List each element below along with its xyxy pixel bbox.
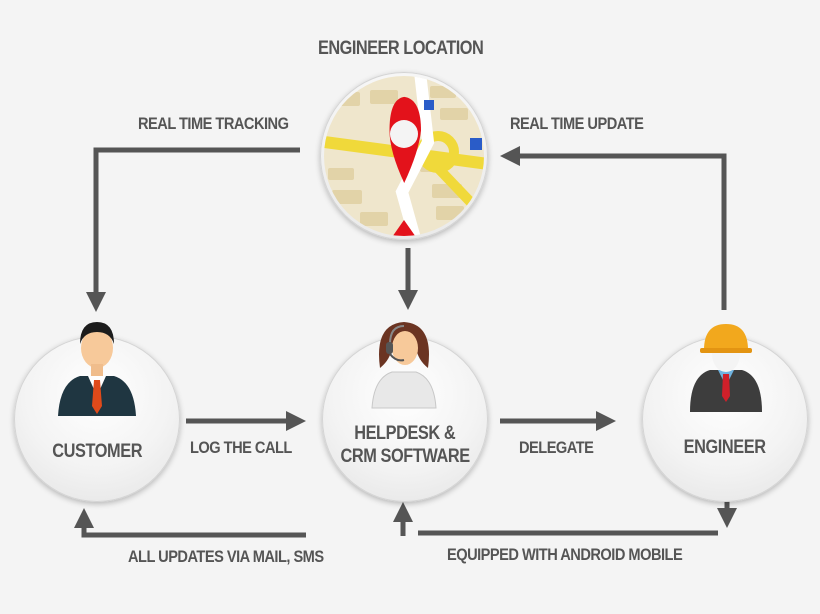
label-log-the-call: LOG THE CALL [190, 438, 292, 457]
label-all-updates: ALL UPDATES VIA MAIL, SMS [128, 547, 324, 566]
customer-label: CUSTOMER [52, 441, 142, 462]
diagram-title: ENGINEER LOCATION [318, 38, 484, 59]
arrow-real-time-tracking [86, 147, 300, 312]
helpdesk-label-line2: CRM SOFTWARE [340, 446, 470, 467]
label-equipped: EQUIPPED WITH ANDROID MOBILE [447, 545, 683, 564]
engineer-label: ENGINEER [684, 437, 766, 458]
helpdesk-node: HELPDESK & CRM SOFTWARE [322, 336, 488, 502]
map-location-pin-icon [324, 76, 484, 236]
helpdesk-label-line1: HELPDESK & [354, 423, 456, 444]
arrow-real-time-update [500, 146, 727, 310]
label-real-time-update: REAL TIME UPDATE [510, 114, 644, 133]
engineer-hardhat-icon [690, 324, 762, 412]
label-real-time-tracking: REAL TIME TRACKING [138, 114, 289, 133]
location-node [320, 72, 488, 240]
arrow-all-updates [74, 508, 306, 538]
businessman-icon [58, 322, 136, 416]
support-agent-headset-icon [371, 322, 437, 409]
label-delegate: DELEGATE [519, 438, 594, 457]
